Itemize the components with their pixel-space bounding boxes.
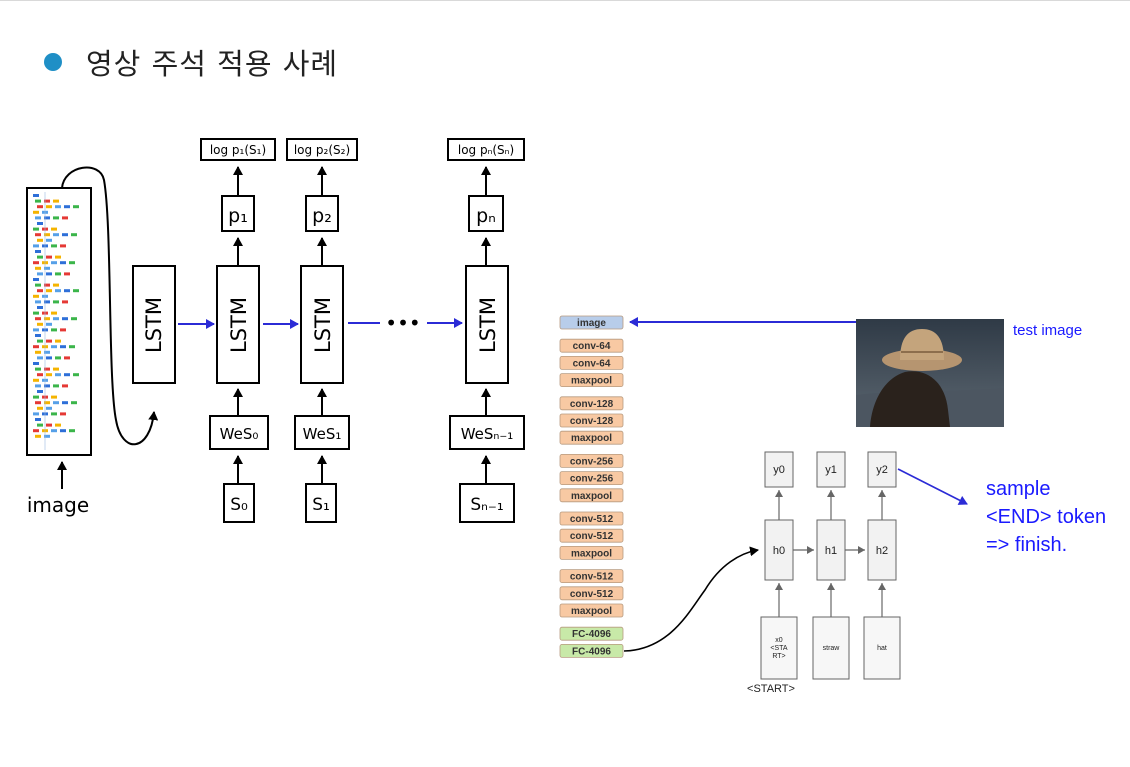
end-token-note: sample <END> token => finish. (986, 478, 1106, 556)
rnn-output-node: y2 (867, 451, 897, 488)
start-label: <START> (747, 683, 795, 695)
cnn-layer: conv-512 (559, 569, 624, 583)
embed-label: WeSₙ₋₁ (461, 425, 514, 443)
lstm-label: LSTM (227, 297, 251, 353)
cnn-layer: FC-4096 (559, 644, 624, 658)
log-prob-label: log p₂(S₂) (294, 143, 350, 157)
cnn-layer-label: maxpool (571, 376, 612, 387)
svg-text:y0: y0 (773, 464, 785, 476)
cnn-layer-label: maxpool (571, 548, 612, 559)
embed-label: WeS₁ (303, 425, 342, 443)
svg-text:<END> token: <END> token (986, 506, 1106, 528)
image-label: image (27, 493, 89, 517)
cnn-layer-label: maxpool (571, 491, 612, 502)
word-label: S₀ (230, 495, 248, 515)
cnn-layer-label: conv-256 (570, 474, 614, 485)
cnn-layer: conv-512 (559, 586, 624, 601)
cnn-layer-label: conv-512 (570, 531, 614, 542)
svg-text:hat: hat (877, 645, 887, 652)
rnn-input-node: hat (863, 616, 901, 680)
svg-text:y2: y2 (876, 464, 888, 476)
cnn-layer: conv-128 (559, 396, 624, 411)
prob-label: p₁ (228, 205, 248, 227)
rnn-input-node: x0<START> (760, 616, 798, 680)
cnn-layer: maxpool (559, 373, 624, 388)
cnn-layer: conv-512 (559, 528, 624, 543)
embed-label: WeS₀ (220, 425, 259, 443)
cnn-layer: FC-4096 (559, 626, 624, 641)
word-label: S₁ (312, 495, 330, 515)
svg-text:h0: h0 (773, 545, 785, 557)
page-title: 영상 주석 적용 사례 (86, 47, 339, 81)
cnn-layer: conv-128 (559, 413, 624, 428)
cnn-layer-label: conv-128 (570, 416, 614, 427)
top-divider (0, 0, 1130, 1)
lstm-initial: LSTM (132, 265, 176, 384)
cnn-layer: maxpool (559, 488, 624, 503)
lstm-step-1: log p₁(S₁) p₁ LSTM WeS₀ S₀ (200, 138, 276, 523)
bullet-icon (44, 53, 62, 71)
cnn-layer: conv-512 (559, 511, 624, 526)
test-image-photo (856, 319, 1004, 427)
svg-text:RT>: RT> (772, 653, 785, 660)
end-token-arrow (897, 468, 968, 505)
cnn-layer: conv-64 (559, 338, 624, 353)
ellipsis-dots: ••• (385, 311, 420, 335)
log-prob-label: log p₁(S₁) (210, 143, 266, 157)
cnn-layer-label: conv-512 (570, 572, 614, 583)
cnn-layer-label: conv-128 (570, 399, 614, 410)
cnn-layer-label: conv-64 (573, 341, 611, 352)
lstm-step-n: log pₙ(Sₙ) pₙ LSTM WeSₙ₋₁ Sₙ₋₁ (447, 138, 525, 523)
cnn-layer: conv-256 (559, 453, 624, 468)
log-prob-label: log pₙ(Sₙ) (458, 143, 514, 157)
cnn-thumbnail (26, 187, 92, 456)
cnn-layer: conv-64 (559, 355, 624, 370)
rnn-output-node: y1 (816, 451, 846, 488)
svg-text:x0: x0 (775, 637, 783, 644)
svg-text:h2: h2 (876, 545, 888, 557)
cnn-layer: image (559, 315, 624, 330)
prob-label: p₂ (312, 205, 332, 227)
cnn-layer-label: FC-4096 (572, 629, 611, 640)
rnn-hidden-node: h1 (816, 519, 846, 581)
cnn-layer-stack: image conv-64 conv-64 maxpool conv-128 conv-1… (559, 315, 624, 658)
svg-text:h1: h1 (825, 545, 837, 557)
cnn-layer: maxpool (559, 430, 624, 445)
rnn-hidden-node: h2 (867, 519, 897, 581)
cnn-layer-label: maxpool (571, 606, 612, 617)
section-heading: 영상 주석 적용 사례 (44, 40, 338, 84)
cnn-layer: maxpool (559, 546, 624, 560)
word-label: Sₙ₋₁ (470, 495, 503, 515)
cnn-layer-label: conv-256 (570, 456, 614, 467)
cnn-layer-label: image (577, 318, 606, 329)
svg-text:straw: straw (823, 645, 841, 652)
cnn-layer-label: conv-512 (570, 589, 614, 600)
rnn-input-node: straw (812, 616, 850, 680)
svg-text:<STA: <STA (770, 645, 788, 652)
fc-to-h0-curve (623, 546, 759, 652)
rnn-hidden-node: h0 (764, 519, 794, 581)
cnn-layer-label: conv-64 (573, 358, 611, 369)
lstm-label: LSTM (142, 297, 166, 353)
svg-text:sample: sample (986, 478, 1050, 500)
svg-text:y1: y1 (825, 464, 837, 476)
svg-text:=> finish.: => finish. (986, 534, 1067, 556)
cnn-layer-label: conv-512 (570, 514, 614, 525)
lstm-label: LSTM (311, 297, 335, 353)
cnn-layer: maxpool (559, 603, 624, 618)
lstm-label: LSTM (476, 297, 500, 353)
lstm-step-2: log p₂(S₂) p₂ LSTM WeS₁ S₁ (286, 138, 358, 523)
cnn-to-lstm-curve (61, 166, 159, 446)
cnn-layer: conv-256 (559, 471, 624, 486)
prob-label: pₙ (476, 205, 496, 227)
cnn-layer-label: maxpool (571, 433, 612, 444)
test-image-label: test image (1013, 322, 1082, 339)
cnn-layer-label: FC-4096 (572, 646, 611, 657)
rnn-output-node: y0 (764, 451, 794, 488)
